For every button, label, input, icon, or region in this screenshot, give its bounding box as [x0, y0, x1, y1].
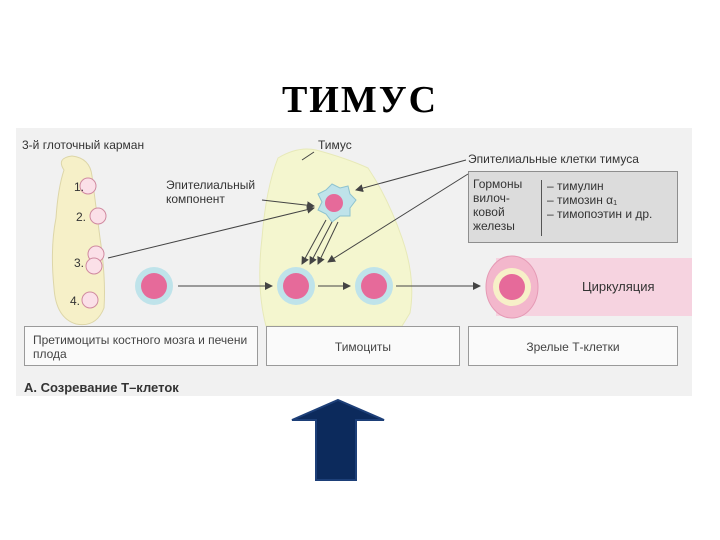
hormones-title-1: Гормоны	[473, 177, 523, 191]
pouch-number-2: 2.	[76, 210, 87, 224]
hormones-title-3: ковой	[473, 205, 505, 219]
cell-thymocyte-2	[355, 267, 393, 305]
label-epithelial-cells: Эпителиальные клетки тимуса	[468, 152, 639, 166]
pouch-2	[89, 207, 107, 225]
pouch-4	[81, 291, 99, 309]
cell-thymocyte-1	[277, 267, 315, 305]
up-arrow-icon	[291, 398, 385, 481]
hormones-divider	[541, 180, 542, 236]
arrow-label-to-epithelium	[261, 199, 315, 210]
figure-caption: А. Созревание Т–клеток	[24, 380, 179, 395]
hormones-title-2: вилоч-	[473, 191, 510, 205]
label-thymus: Тимус	[318, 138, 352, 152]
stage-box-pretimocytes: Претимоциты костного мозга и печени плод…	[24, 326, 258, 366]
pouch-number-3: 3.	[74, 256, 85, 270]
pouch-1	[79, 177, 97, 195]
pouch-number-4: 4.	[70, 294, 81, 308]
stage-box-thymocytes: Тимоциты	[266, 326, 460, 366]
diagram-graphics	[51, 148, 692, 327]
label-epithelial-component-2: компонент	[166, 192, 225, 206]
slide-title: ТИМУС	[281, 79, 439, 121]
thymus-diagram: 3-й глоточный карман Тимус Эпителиальный…	[16, 128, 692, 396]
hormone-2: – тимозин α₁	[547, 193, 618, 207]
pouch-3b	[85, 257, 103, 275]
stage-box-mature-t-cells: Зрелые Т-клетки	[468, 326, 678, 366]
cell-pretimocyte	[135, 267, 173, 305]
thymus-lobe	[259, 148, 413, 327]
arrow-pouch-to-epithelium	[107, 205, 315, 259]
label-circulation: Циркуляция	[582, 279, 655, 294]
label-epithelial-component-1: Эпителиальный	[166, 178, 256, 192]
hormone-3: – тимопоэтин и др.	[547, 207, 653, 221]
pouch-number-1: 1.	[74, 180, 85, 194]
hormone-1: – тимулин	[547, 179, 604, 193]
hormones-box: Гормоны вилоч- ковой железы – тимулин – …	[468, 171, 678, 243]
label-pharyngeal-pouch: 3-й глоточный карман	[22, 138, 145, 152]
hormones-title-4: железы	[473, 219, 515, 233]
embryo-silhouette	[51, 155, 105, 326]
